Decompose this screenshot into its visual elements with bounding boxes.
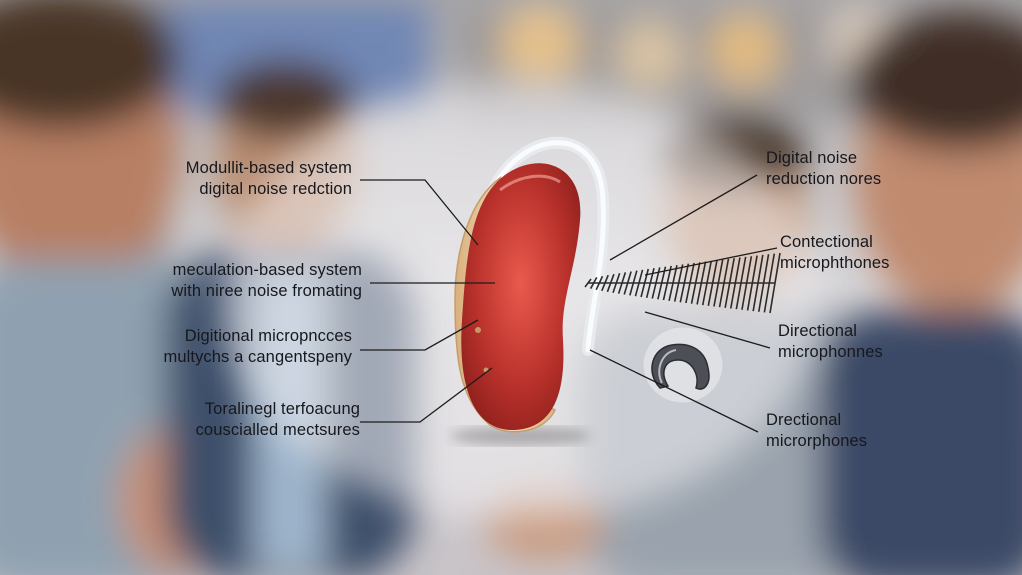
label-left-4-line2: couscialled mectsures [195, 421, 360, 439]
label-right-3: Directional microphonnes [778, 321, 883, 363]
ear-dome-icon [642, 326, 724, 404]
label-left-2: meculation-based system with nireе noise… [171, 260, 362, 302]
label-left-1: Modullit-based system digital noise redc… [186, 158, 352, 200]
label-left-3-line1: Digitional micropncces [184, 327, 352, 345]
label-left-2-line1: meculation-based system [172, 261, 362, 279]
device-body [461, 163, 581, 431]
leader-lines [360, 174, 778, 433]
label-right-2-line1: Contectional [780, 233, 873, 251]
label-right-4-line2: microrphones [766, 432, 868, 450]
label-right-2-line2: microphthones [780, 254, 890, 272]
sound-wave-icon [584, 252, 781, 314]
label-left-3: Digitional micropncces multychs a cangen… [164, 326, 353, 368]
label-right-4: Drectional microrphones [766, 410, 867, 452]
label-left-1-line1: Modullit-based system [185, 159, 352, 177]
label-right-2: Contectional microphthones [780, 232, 890, 274]
label-left-4-line1: Toralinegl terfoacung [204, 400, 360, 418]
label-right-3-line2: microphonnes [778, 343, 883, 361]
label-left-3-line2: multychs a cangentspeny [163, 348, 352, 366]
label-right-4-line1: Drectional [766, 411, 842, 429]
label-right-1-line1: Digital noise [766, 149, 858, 167]
label-left-1-line2: digital noise redction [199, 180, 352, 198]
label-left-4: Toralinegl terfoacung couscialled mectsu… [196, 399, 360, 441]
label-left-2-line2: with nireе noise fromating [171, 282, 362, 300]
label-right-3-line1: Directional [778, 322, 858, 340]
label-right-1: Digital noise reduction nores [766, 148, 881, 190]
label-right-1-line2: reduction nores [766, 170, 882, 188]
